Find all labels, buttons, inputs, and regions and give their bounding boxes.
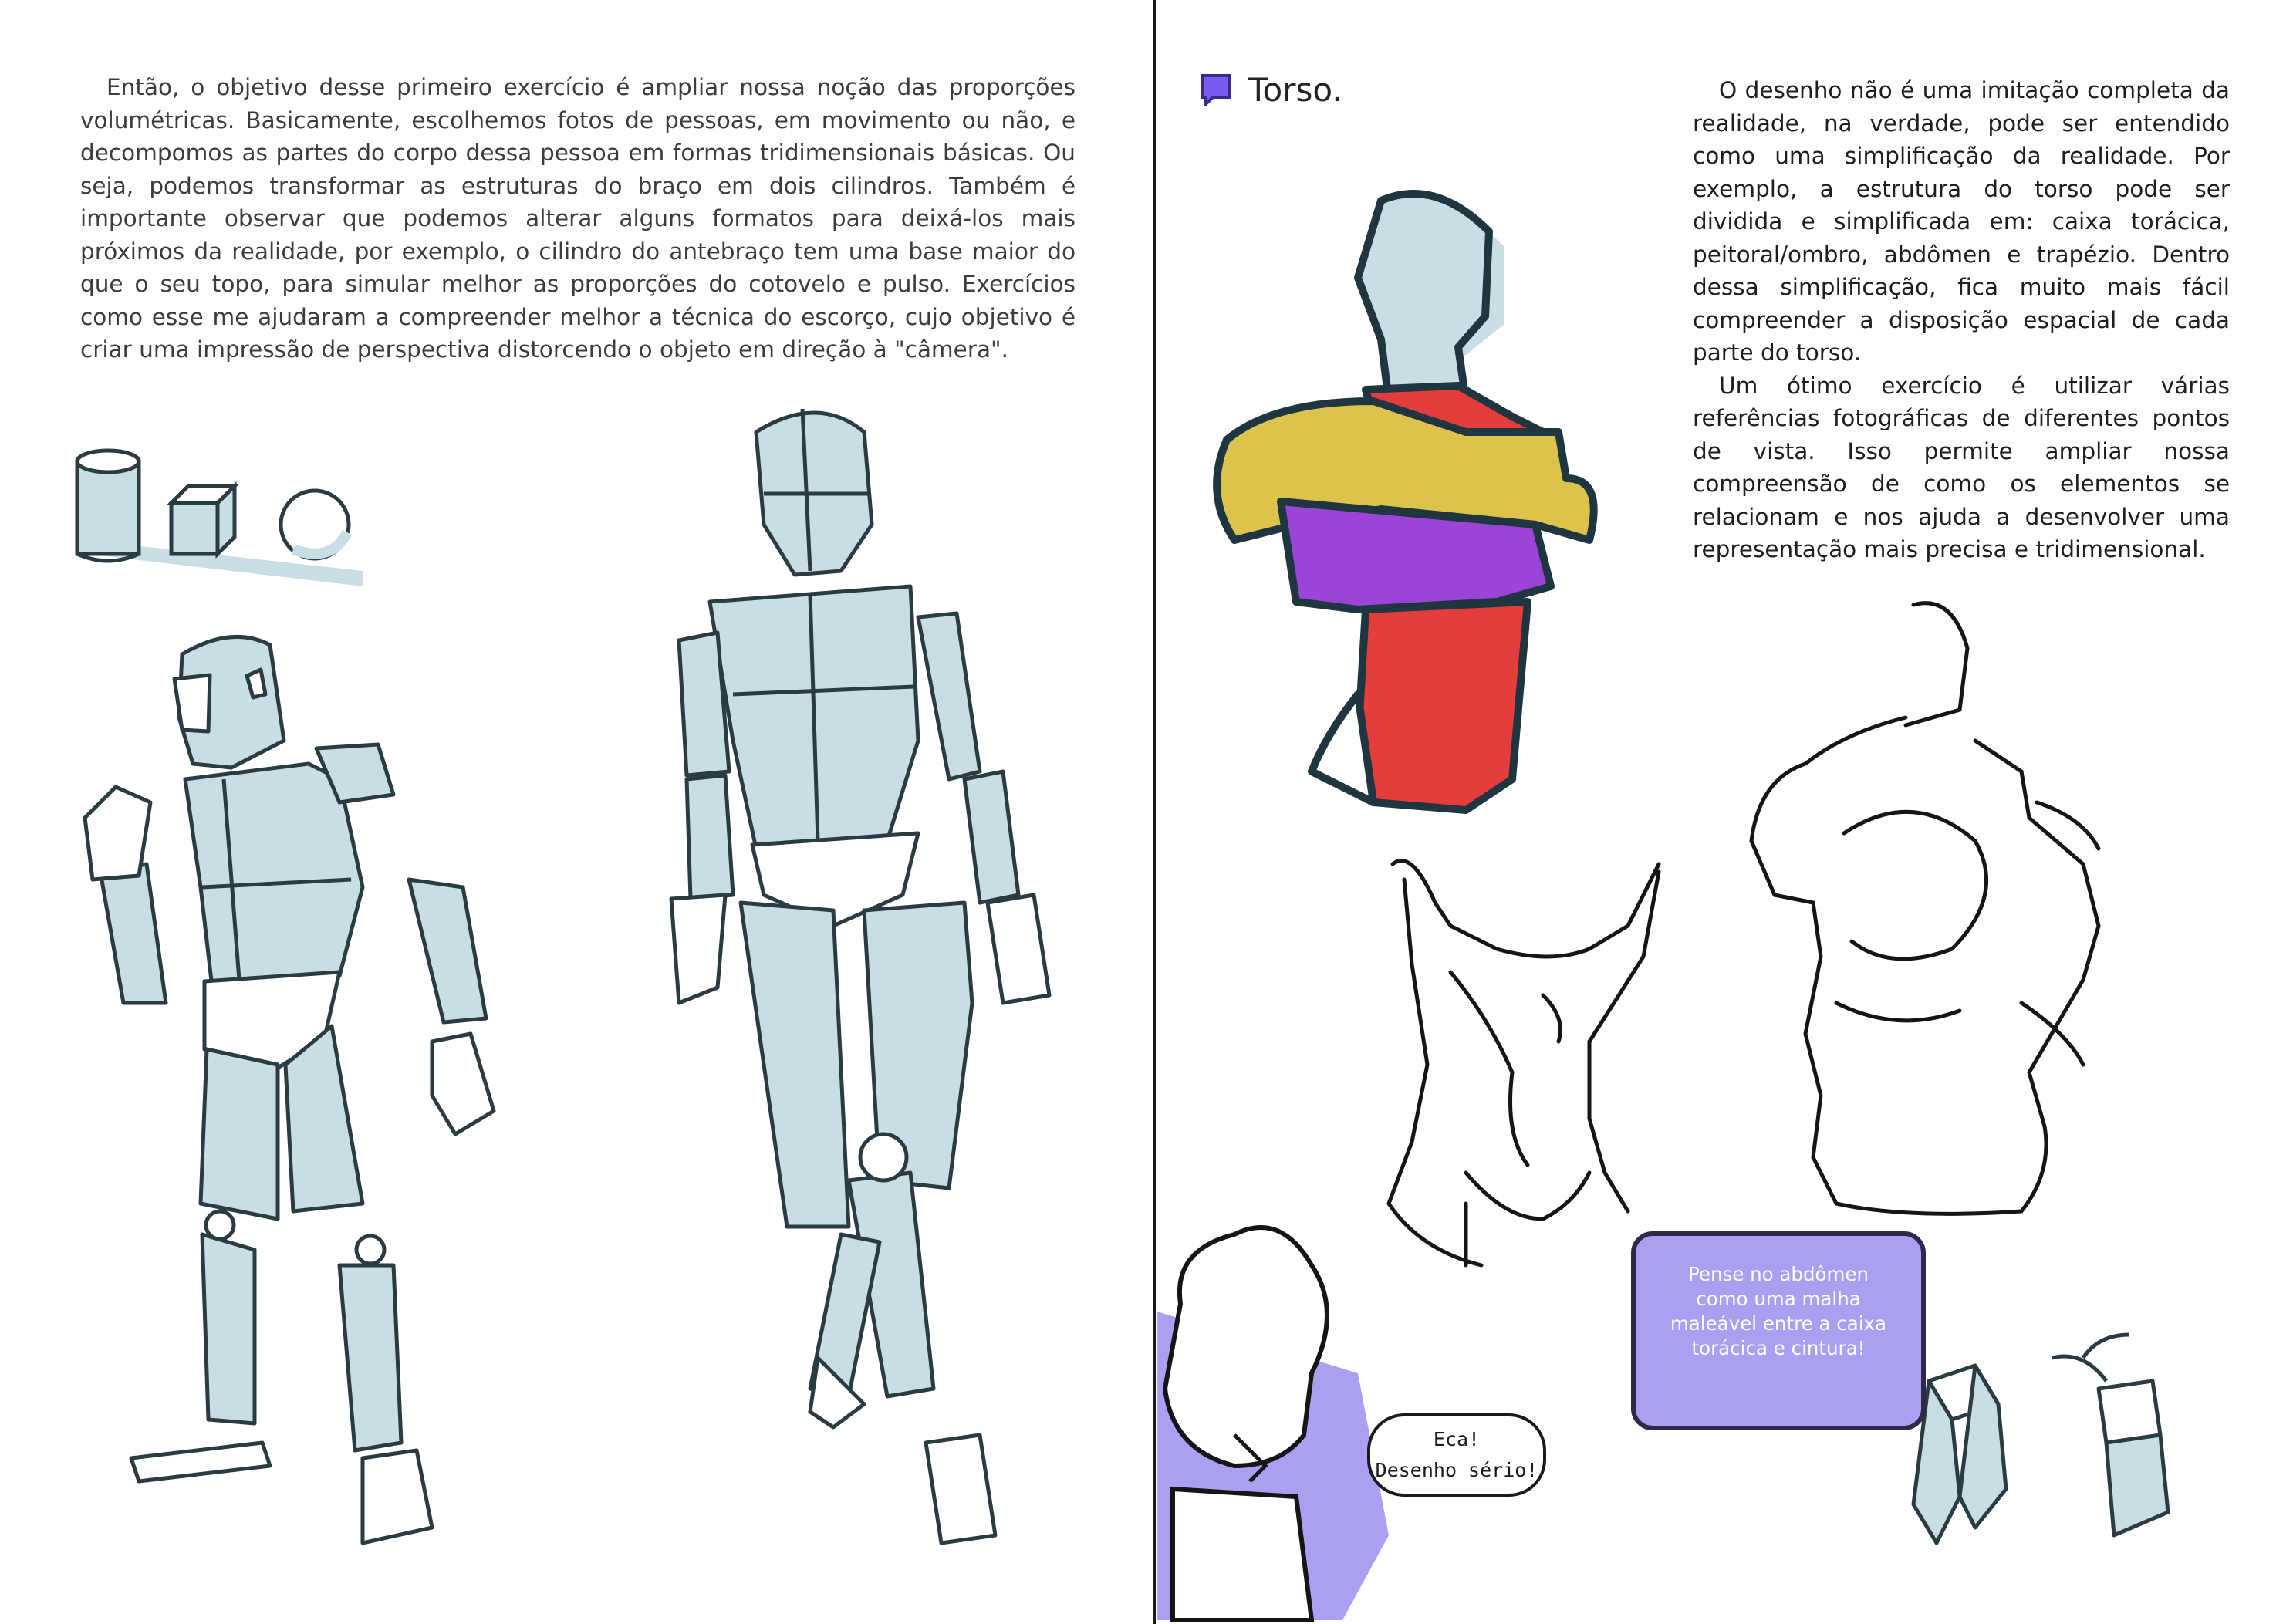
torso-text: O desenho não é uma imitação completa da… [1693,74,2230,566]
torso-sketch-front [1386,859,1661,1268]
intro-paragraph: Então, o objetivo desse primeiro exercíc… [80,74,1076,363]
character-speech-bubble: Eca! Desenho sério! [1367,1413,1546,1497]
torso-paragraph-2: Um ótimo exercício é utilizar várias ref… [1693,372,2230,563]
speech-bubble-icon [1201,74,1231,106]
character-line-1: Eca! [1433,1428,1481,1450]
tip-speech-bubble: Pense no abdômen como uma malha maleável… [1631,1231,1926,1430]
section-title: Torso. [1248,70,1342,109]
mannequin-figure-2 [669,408,1052,1545]
character-line-2: Desenho sério! [1375,1459,1538,1481]
torso-sketch-back [1749,601,2101,1216]
abdomen-mesh-illustration [1911,1332,2170,1545]
torso-paragraph-1: O desenho não é uma imitação completa da… [1693,77,2230,366]
page-divider [1153,0,1156,1624]
section-heading: Torso. [1197,66,1342,113]
basic-shapes-illustration [75,448,363,586]
colored-torso-illustration [1213,190,1598,814]
mannequin-figure-1 [83,634,496,1545]
character-illustration [1157,1225,1389,1622]
